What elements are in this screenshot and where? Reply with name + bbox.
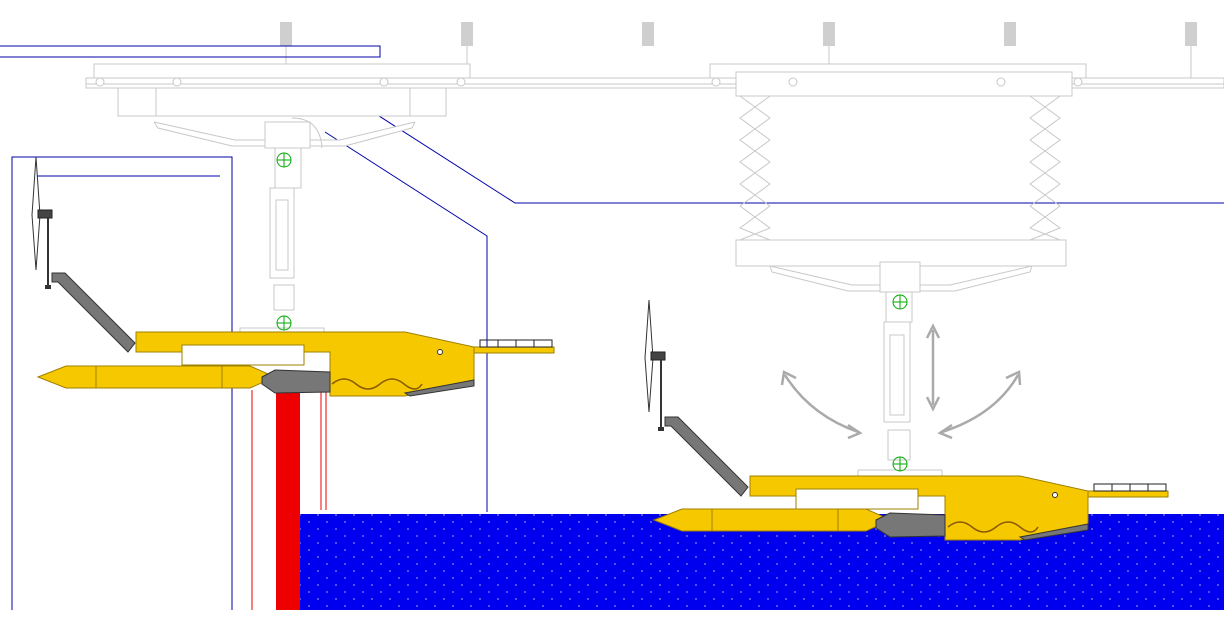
hull-window <box>181 344 305 366</box>
scissor-lift <box>735 95 1067 267</box>
hull-window <box>795 488 919 510</box>
crosshair-icon <box>892 294 908 310</box>
vessel-left <box>31 156 555 397</box>
rail-hangers <box>280 22 1197 78</box>
deck-railing <box>1093 483 1167 492</box>
bidirectional-arrow-icon <box>925 323 941 412</box>
deck-platform <box>1087 490 1169 498</box>
trolley-wheels-left <box>95 77 466 87</box>
crosshair-icon <box>276 152 292 168</box>
motion-arrows <box>780 323 1022 440</box>
deck-railing <box>479 339 553 348</box>
deck-platform <box>473 346 555 354</box>
crosshair-icon <box>276 315 292 331</box>
crosshair-icon <box>892 456 908 472</box>
curved-arrow-icon <box>937 370 1022 440</box>
wind-vane-icon <box>644 299 749 497</box>
lift-arm-left <box>153 117 416 335</box>
pier-post <box>251 372 327 610</box>
wind-vane-icon <box>31 156 136 353</box>
trolley-wheels-right <box>711 77 1083 87</box>
vessel-right <box>644 299 1169 541</box>
gantry-trolley-right <box>709 63 1087 97</box>
gantry-trolley-left <box>93 63 471 117</box>
lift-arm-right <box>769 261 1033 477</box>
curved-arrow-icon <box>780 370 863 440</box>
rail-beam <box>85 77 1224 89</box>
